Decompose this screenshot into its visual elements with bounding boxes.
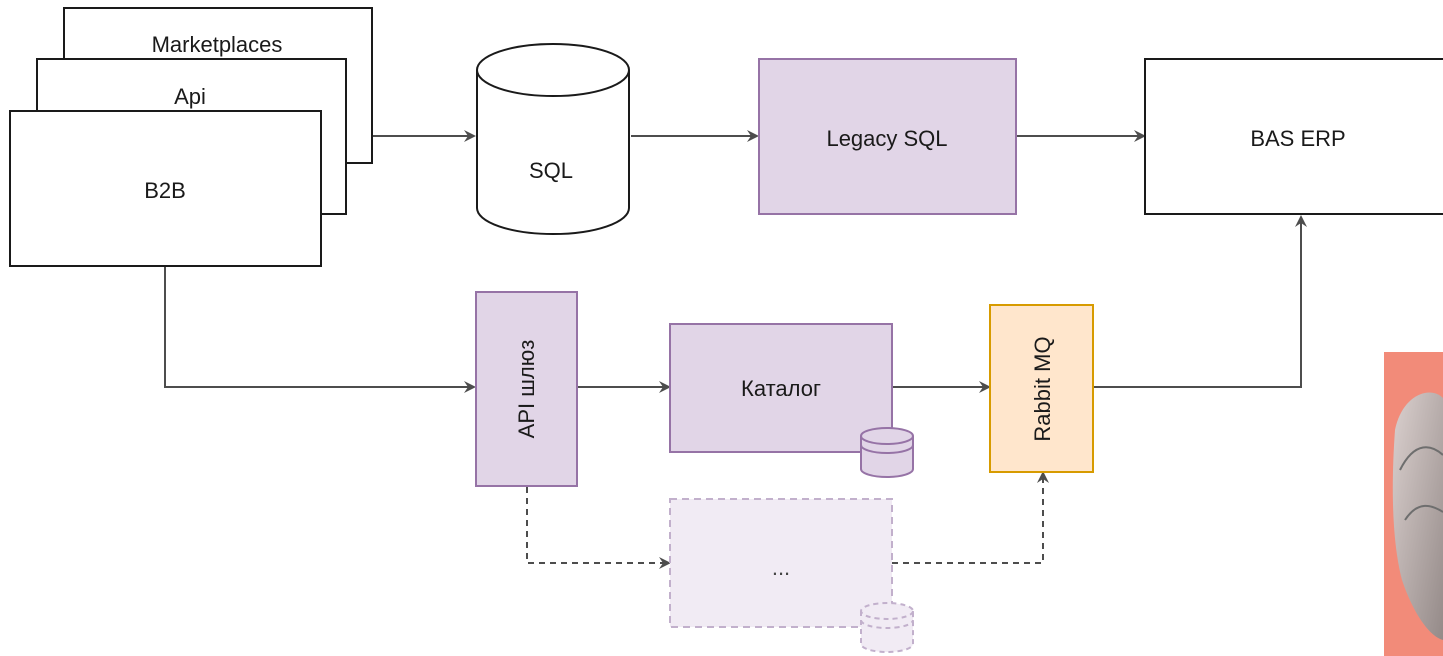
- edges: [164, 130, 1307, 569]
- marketplaces-label: Marketplaces: [152, 32, 283, 57]
- sql-database[interactable]: SQL: [476, 43, 630, 235]
- bas-erp-box[interactable]: BAS ERP: [1144, 58, 1443, 215]
- api-label: Api: [174, 84, 206, 109]
- other-service-label: ...: [772, 555, 790, 580]
- other-service-box[interactable]: ...: [669, 498, 914, 653]
- b2b-label: B2B: [144, 178, 186, 203]
- sql-label: SQL: [529, 158, 573, 183]
- edge-api-gateway-to-other-dashed: [526, 487, 671, 569]
- edge-rabbit-mq-to-bas-erp: [1094, 215, 1307, 388]
- decorative-photo: [1384, 352, 1443, 656]
- bas-erp-label: BAS ERP: [1250, 126, 1345, 151]
- sources-stack: Marketplaces Api B2B: [9, 7, 373, 267]
- other-service-database-icon: [860, 602, 914, 653]
- api-gateway-label: API шлюз: [514, 340, 539, 439]
- catalog-label: Каталог: [741, 376, 821, 401]
- rabbit-mq-label: Rabbit MQ: [1030, 336, 1055, 441]
- catalog-box[interactable]: Каталог: [669, 323, 914, 478]
- legacy-sql-label: Legacy SQL: [826, 126, 947, 151]
- edge-b2b-to-api-gateway: [164, 266, 476, 393]
- rabbit-mq-box[interactable]: Rabbit MQ: [989, 304, 1094, 473]
- edge-other-to-rabbit-mq-dashed: [892, 471, 1049, 564]
- b2b-box[interactable]: B2B: [9, 110, 322, 267]
- legacy-sql-box[interactable]: Legacy SQL: [758, 58, 1017, 215]
- api-gateway-box[interactable]: API шлюз: [475, 291, 578, 487]
- catalog-database-icon: [860, 427, 914, 478]
